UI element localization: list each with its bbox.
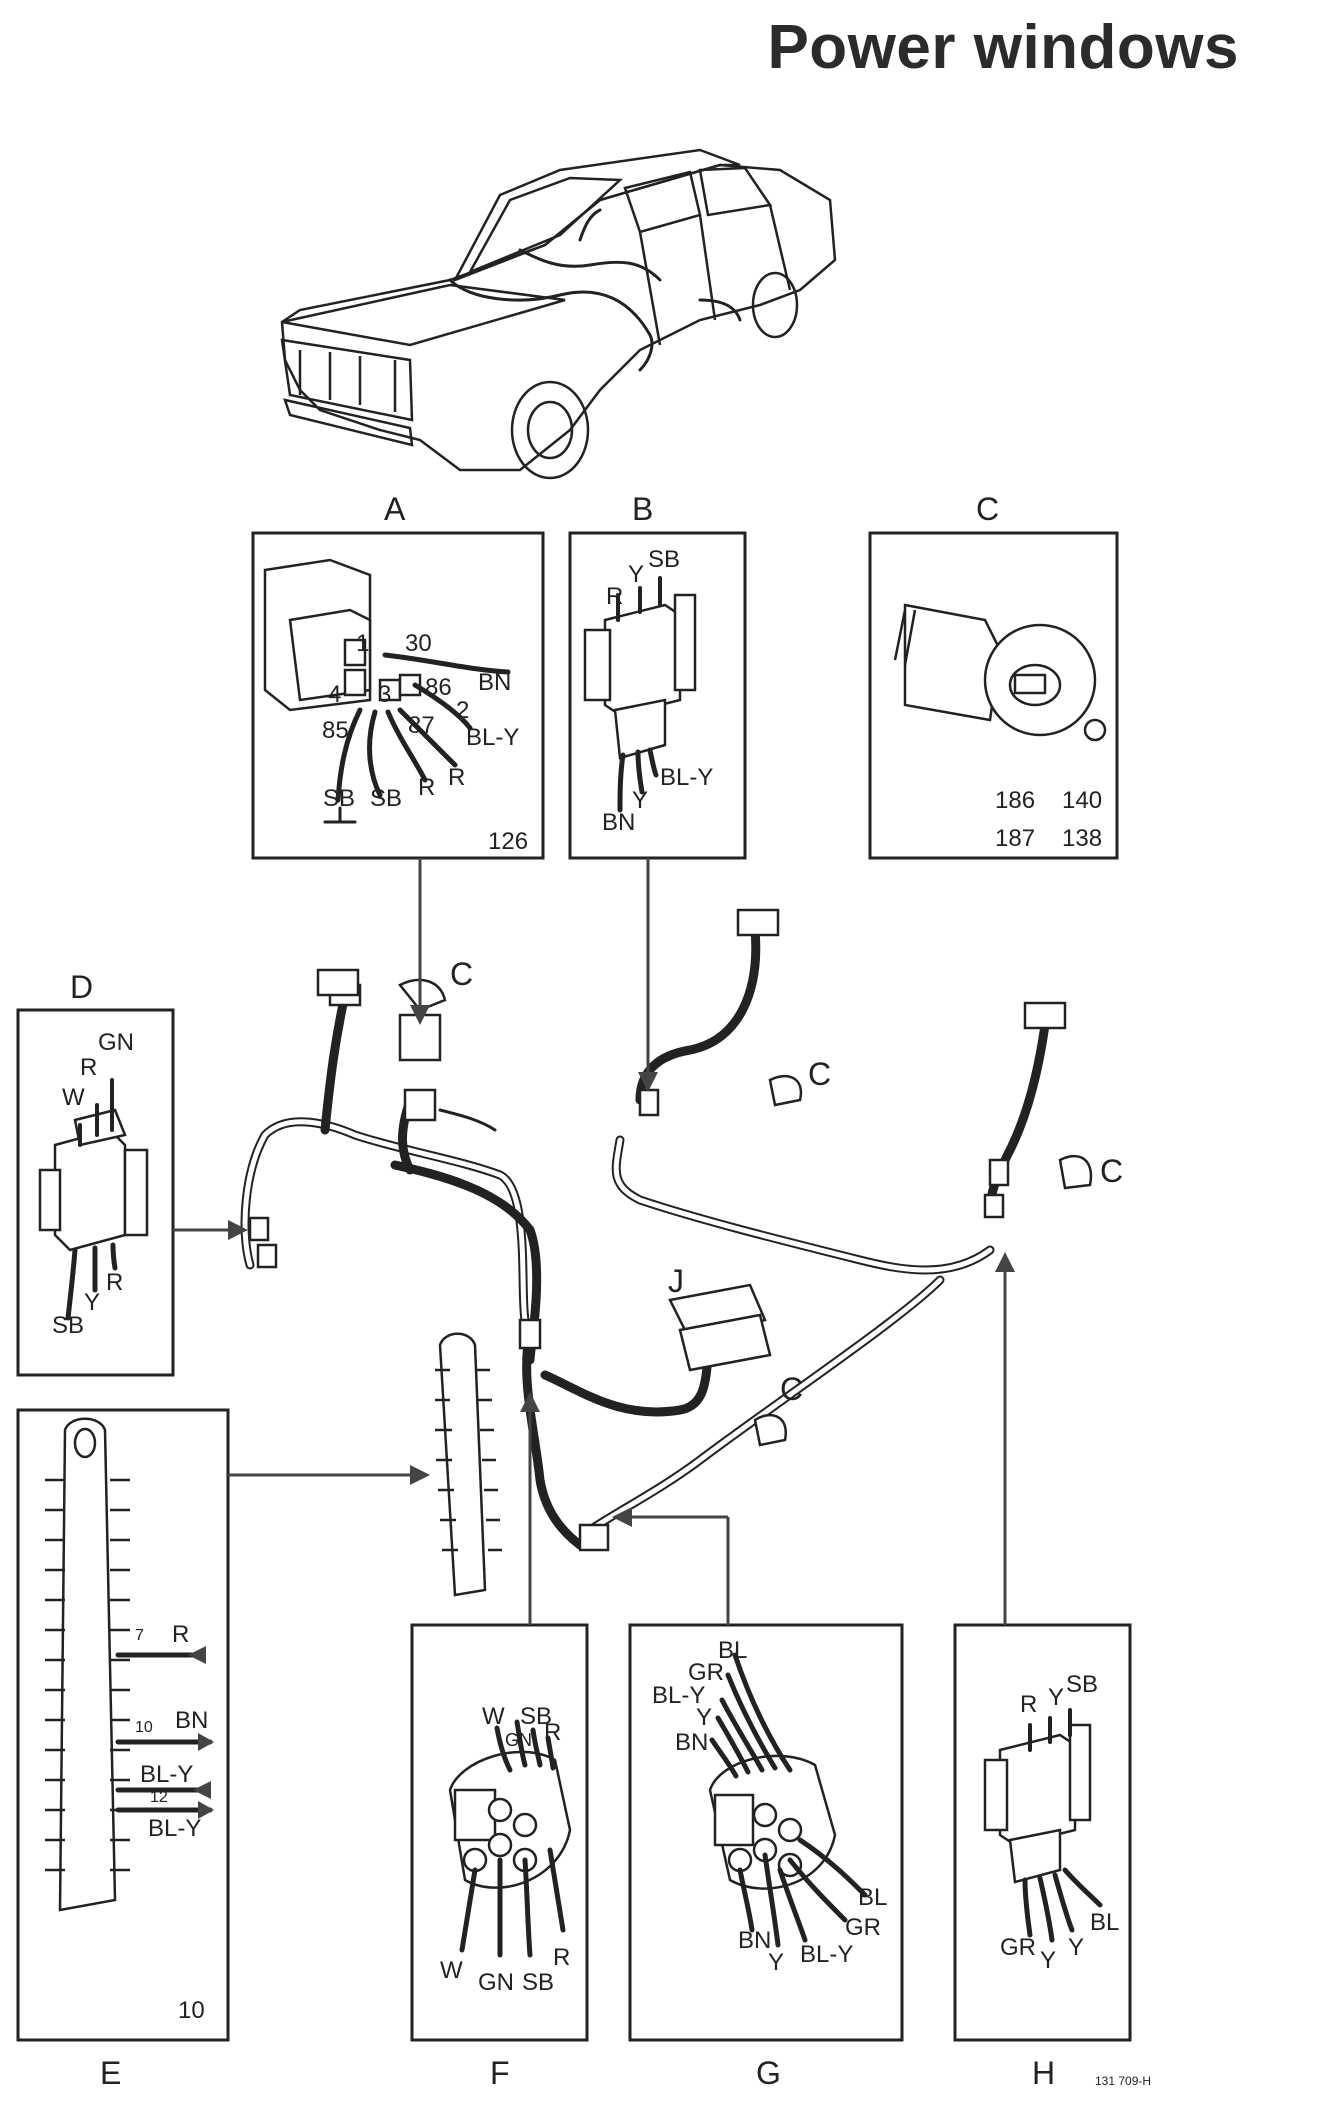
- panel-c-motor: C 186 140 187 138: [868, 491, 1119, 860]
- page-title: Power windows: [767, 13, 1239, 82]
- panel-d-connector: D GN R W R Y SB: [16, 969, 175, 1377]
- panel-h-wire-gr: GR: [1000, 1934, 1036, 1961]
- panel-f-wire-gn: GN: [505, 1730, 532, 1750]
- harness-label-c-3: C: [1100, 1153, 1123, 1189]
- panel-a-wire-bn: BN: [478, 669, 511, 696]
- panel-d-letter: D: [70, 969, 93, 1005]
- panel-b-letter: B: [632, 491, 653, 527]
- wiring-harness: C C C C J: [240, 908, 1123, 1597]
- panel-h-wire-sb: SB: [1066, 1671, 1098, 1698]
- leader-arrows: [173, 858, 1015, 1625]
- panel-a-pin-3: 3: [378, 681, 391, 708]
- switch-label-j: J: [668, 1263, 684, 1299]
- panel-f-wire-gn-2: GN: [478, 1969, 514, 1996]
- panel-h-wire-bl: BL: [1090, 1909, 1119, 1936]
- panel-e-pin-7: 7: [135, 1627, 144, 1644]
- panel-g-wire-bn: BN: [675, 1729, 708, 1756]
- harness-label-c-1: C: [450, 956, 473, 992]
- panel-e-letter: E: [100, 2055, 121, 2091]
- panel-h-wire-y: Y: [1048, 1684, 1064, 1711]
- panel-e-wire-bn: BN: [175, 1707, 208, 1734]
- panel-a-ref: 126: [488, 828, 528, 855]
- harness-label-c-4: C: [780, 1371, 803, 1407]
- panel-c-letter: C: [976, 491, 999, 527]
- panel-c-ref-138: 138: [1062, 825, 1102, 852]
- panel-e-pin-10: 10: [135, 1719, 153, 1736]
- panel-f-wire-r: R: [544, 1719, 561, 1746]
- panel-d-wire-r: R: [80, 1054, 97, 1081]
- panel-g-wire-bl-y-2: BL-Y: [800, 1941, 853, 1968]
- panel-d-wire-gn: GN: [98, 1029, 134, 1056]
- panel-f-wire-r-2: R: [553, 1944, 570, 1971]
- panel-a-pin-30: 30: [405, 630, 432, 657]
- panel-h-wire-y-2: Y: [1040, 1947, 1056, 1974]
- panel-f-wire-w-2: W: [440, 1957, 463, 1984]
- panel-b-wire-y: Y: [628, 561, 644, 588]
- panel-a-wire-sb-2: SB: [370, 785, 402, 812]
- panel-a-wire-bl-y: BL-Y: [466, 724, 519, 751]
- panel-e-terminals: [45, 1478, 130, 1872]
- panel-b-wire-bl-y: BL-Y: [660, 764, 713, 791]
- panel-g-wire-bl-y: BL-Y: [652, 1682, 705, 1709]
- panel-a-relay: A 1 30 4 3 86 2 85 87 BN BL-Y SB SB R R …: [251, 491, 545, 860]
- panel-b-wire-sb: SB: [648, 546, 680, 573]
- panel-d-wire-sb: SB: [52, 1312, 84, 1339]
- harness-label-c-2: C: [808, 1056, 831, 1092]
- panel-g-wire-bl: BL: [718, 1637, 747, 1664]
- panel-a-letter: A: [384, 491, 406, 527]
- panel-e-fuse-block: E 7 10 12 R BN BL-Y BL-Y 10: [16, 1408, 230, 2091]
- panel-a-wire-r-2: R: [448, 764, 465, 791]
- panel-d-wire-w: W: [62, 1084, 85, 1111]
- panel-e-pin-12: 12: [150, 1789, 168, 1806]
- panel-a-pin-2: 2: [456, 697, 469, 724]
- panel-g-wire-bl-2: BL: [858, 1884, 887, 1911]
- panel-f-connector: F W SB GN R W GN SB R: [410, 1623, 589, 2091]
- panel-c-ref-186: 186: [995, 787, 1035, 814]
- panel-e-wire-r: R: [172, 1621, 189, 1648]
- panel-e-wire-bl-y: BL-Y: [140, 1761, 193, 1788]
- document-reference: 131 709-H: [1095, 2074, 1151, 2088]
- panel-g-wire-gr: GR: [688, 1659, 724, 1686]
- panel-d-wire-r-2: R: [106, 1269, 123, 1296]
- panel-b-wire-bn: BN: [602, 809, 635, 836]
- panel-c-ref-187: 187: [995, 825, 1035, 852]
- panel-f-wire-w: W: [482, 1703, 505, 1730]
- central-fuse-block: [438, 1332, 487, 1597]
- panel-g-wire-gr-2: GR: [845, 1914, 881, 1941]
- panel-a-pin-4: 4: [328, 681, 341, 708]
- panel-g-letter: G: [756, 2055, 781, 2091]
- panel-e-wire-bl-y-2: BL-Y: [148, 1815, 201, 1842]
- panel-d-wire-y: Y: [84, 1289, 100, 1316]
- panel-g-connector: G BL GR BL-Y Y BN BL GR BN Y BL-Y: [628, 1623, 904, 2091]
- panel-a-pin-1: 1: [356, 630, 369, 657]
- panel-g-wire-y: Y: [696, 1704, 712, 1731]
- panel-f-wire-sb-2: SB: [522, 1969, 554, 1996]
- panel-f-wire-sb: SB: [520, 1703, 552, 1730]
- panel-a-pin-85: 85: [322, 717, 349, 744]
- panel-g-wire-bn-2: BN: [738, 1927, 771, 1954]
- switch-front-left: [316, 968, 360, 997]
- panel-f-letter: F: [490, 2055, 510, 2091]
- switch-rear-left: [736, 908, 780, 937]
- panel-a-pin-87: 87: [408, 712, 435, 739]
- panel-a-wire-sb-1: SB: [323, 785, 355, 812]
- panel-b-wire-r: R: [606, 583, 623, 610]
- panel-b-wire-y-2: Y: [632, 787, 648, 814]
- panel-c-ref-140: 140: [1062, 787, 1102, 814]
- panel-g-wire-y-2: Y: [768, 1949, 784, 1976]
- panel-h-wire-y-3: Y: [1068, 1934, 1084, 1961]
- panel-h-connector: H SB R Y BL GR Y Y: [953, 1623, 1132, 2091]
- panel-a-wire-r-1: R: [418, 774, 435, 801]
- panel-e-ref: 10: [178, 1997, 205, 2024]
- panel-h-wire-r: R: [1020, 1691, 1037, 1718]
- panel-a-pin-86: 86: [425, 674, 452, 701]
- car-illustration: [280, 148, 837, 480]
- switch-rear-right: [1023, 1001, 1067, 1030]
- panel-h-letter: H: [1032, 2055, 1055, 2091]
- panel-e-frame: [16, 1408, 230, 2042]
- panel-b-connector: B SB Y R BL-Y Y BN: [568, 491, 747, 860]
